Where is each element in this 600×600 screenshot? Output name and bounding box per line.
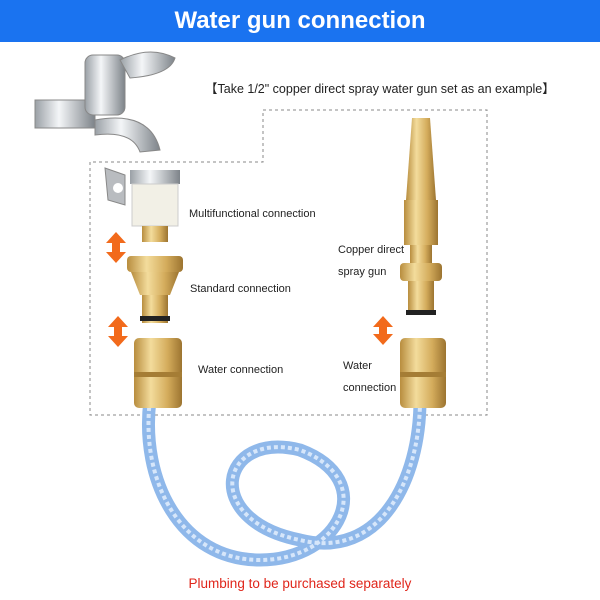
water-connector-right-image	[400, 338, 446, 408]
dashed-outline	[89, 109, 488, 416]
label-gun-line1: Copper direct	[338, 244, 405, 256]
label-standard: Standard connection	[190, 283, 291, 295]
faucet-image	[34, 51, 176, 153]
double-arrow-icon	[106, 232, 126, 263]
label-water-left: Water connection	[198, 364, 284, 376]
standard-connector-image	[127, 256, 183, 323]
water-connector-left-image	[134, 338, 182, 408]
double-arrow-icon	[373, 316, 393, 345]
double-arrow-icon	[108, 316, 128, 347]
multifunctional-connector-image	[104, 167, 180, 242]
label-water-right-line1: Water	[343, 360, 372, 372]
page-title: Water gun connection	[0, 0, 600, 42]
label-water-right-line2: connection	[343, 382, 397, 394]
label-gun-line2: spray gun	[338, 266, 387, 278]
spray-gun-image	[400, 118, 442, 315]
footer-note: Plumbing to be purchased separately	[188, 576, 412, 591]
subtitle: 【Take 1/2" copper direct spray water gun…	[205, 82, 555, 96]
label-multifunctional: Multifunctional connection	[189, 208, 316, 220]
